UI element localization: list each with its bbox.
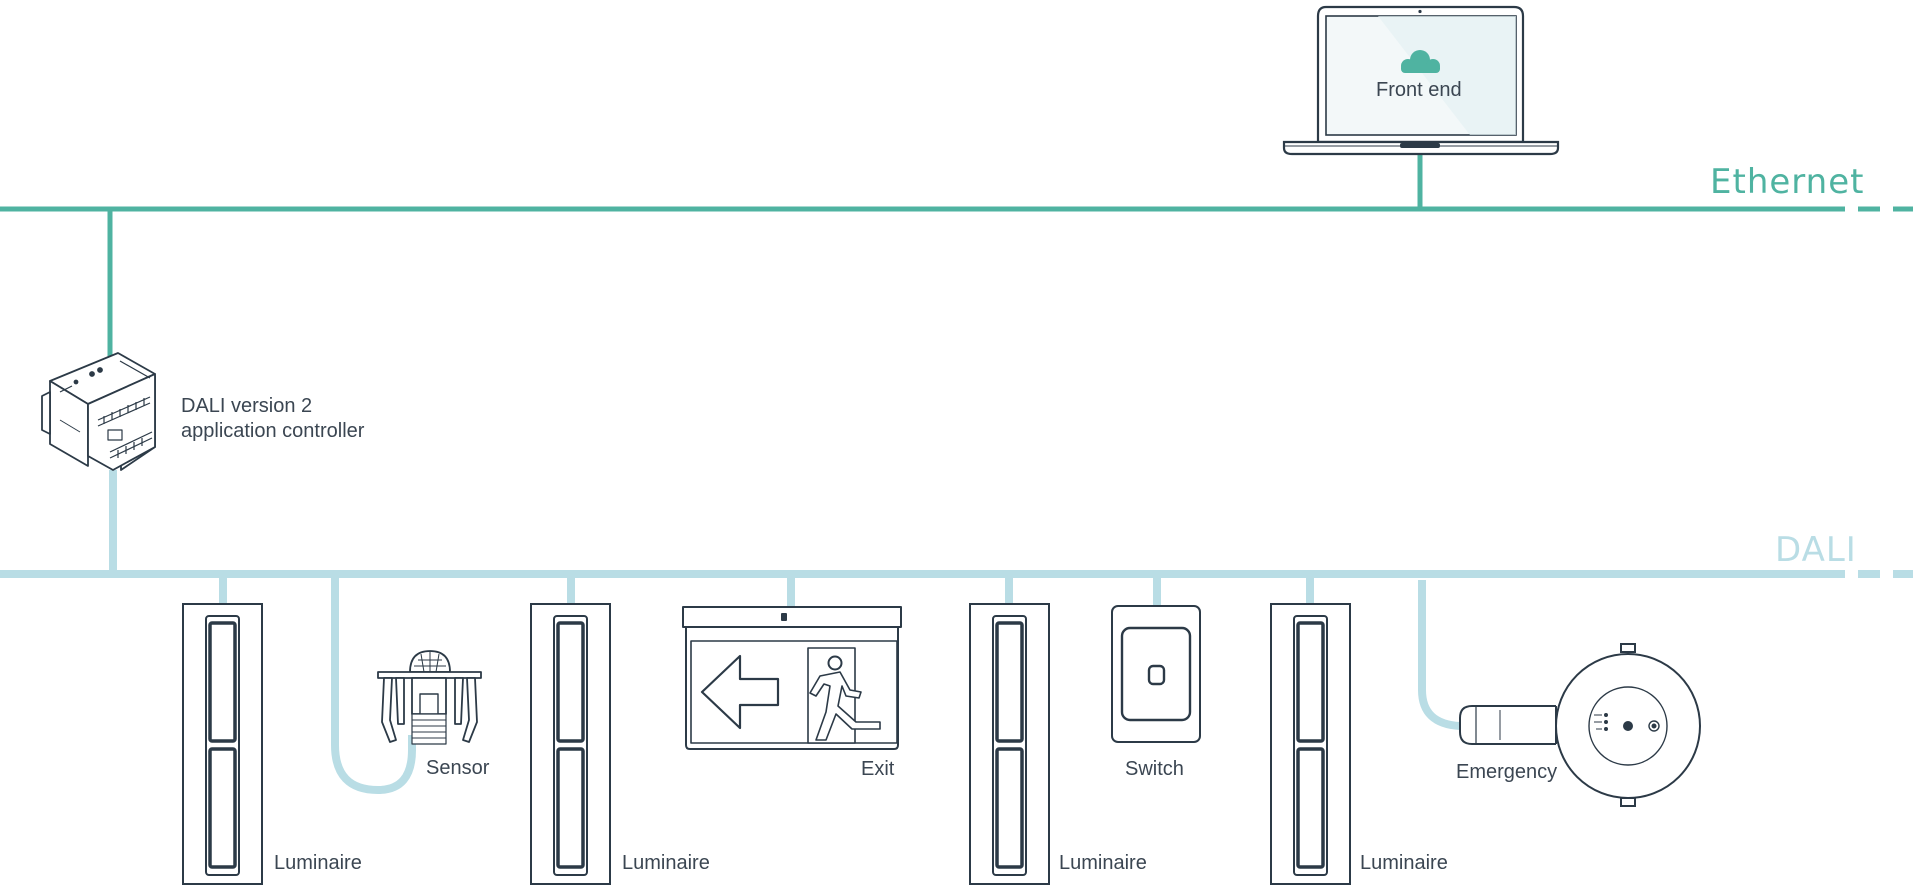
- emergency-label: Emergency: [1456, 761, 1558, 783]
- dali-label: DALI: [1775, 530, 1857, 570]
- dali-bus: [0, 470, 1913, 795]
- sensor-label: Sensor: [426, 757, 490, 779]
- switch-label: Switch: [1125, 758, 1184, 780]
- emergency-downlight-icon: [1459, 643, 1701, 807]
- exit-sign-icon: [682, 606, 902, 750]
- din-rail-controller-icon: [41, 352, 156, 471]
- dali-drop-sensor: [331, 574, 416, 795]
- exit-label: Exit: [861, 758, 895, 780]
- luminaire-label-4: Luminaire: [1360, 852, 1448, 874]
- luminaire-icon: [530, 603, 611, 885]
- luminaire-label-2: Luminaire: [622, 852, 710, 874]
- luminaire-label-1: Luminaire: [274, 852, 362, 874]
- controller-label-line2: application controller: [181, 420, 365, 442]
- ethernet-label: Ethernet: [1710, 162, 1865, 202]
- dali-drop-emergency: [1418, 580, 1461, 730]
- cloud-icon: [1401, 50, 1440, 73]
- luminaire-icon: [969, 603, 1050, 885]
- front-end-label: Front end: [1376, 79, 1462, 101]
- motion-sensor-icon: [377, 650, 482, 745]
- wall-switch-icon: [1111, 605, 1201, 743]
- luminaire-icon: [182, 603, 263, 885]
- luminaire-icon: [1270, 603, 1351, 885]
- laptop-icon: [1282, 5, 1560, 156]
- luminaire-label-3: Luminaire: [1059, 852, 1147, 874]
- controller-label-line1: DALI version 2: [181, 395, 313, 417]
- ethernet-bus: [0, 154, 1913, 358]
